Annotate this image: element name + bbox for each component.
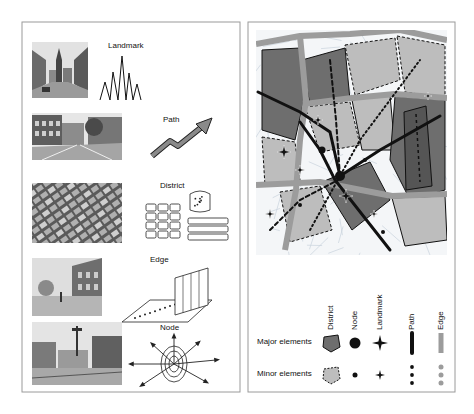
- district-major-symbol: [323, 335, 340, 352]
- photo: [32, 322, 122, 385]
- landmark-star: [295, 165, 305, 175]
- path-line: [270, 180, 338, 230]
- element-type-label: District: [160, 182, 184, 191]
- photo: [32, 42, 88, 98]
- city-map: [247, 30, 455, 275]
- path-line: [340, 116, 440, 176]
- edge-minor-symbol: [439, 365, 444, 370]
- element-type-label: Path: [163, 116, 179, 125]
- edge-line: [256, 30, 447, 44]
- landmark-minor-symbol: [375, 370, 385, 380]
- legend-column-header: Path: [408, 314, 417, 330]
- legend-column-header: Node: [351, 311, 360, 330]
- path-minor-symbol: [410, 373, 414, 377]
- right-panel: [248, 22, 455, 392]
- node-dot: [319, 147, 326, 154]
- left-panel: [22, 22, 240, 392]
- district-area: [262, 48, 305, 140]
- landmark-star: [277, 145, 291, 159]
- district-area: [390, 96, 445, 200]
- landmark-star: [313, 115, 323, 125]
- edge-minor-symbol: [439, 373, 444, 378]
- district-minor-symbol: [323, 367, 340, 384]
- legend-row-label: Minor elements: [257, 370, 312, 379]
- path-line: [330, 60, 340, 176]
- landmark-major-symbol: [372, 335, 388, 351]
- path-sketch: [152, 126, 203, 156]
- legend-column-header: Landmark: [376, 294, 385, 330]
- photo: [32, 113, 122, 160]
- path-minor-symbol: [410, 365, 414, 369]
- legend-column-header: Edge: [437, 311, 446, 330]
- landmark-star: [265, 209, 275, 219]
- node-major-symbol: [350, 338, 361, 349]
- landmark-sketch: [100, 56, 141, 100]
- district-area: [397, 36, 445, 98]
- photo: [32, 183, 122, 243]
- photo: [32, 258, 102, 316]
- node-dot: [381, 230, 385, 234]
- landmark-star: [424, 92, 432, 100]
- node-minor-symbol: [353, 373, 358, 378]
- legend-row-label: Major elements: [257, 338, 312, 347]
- landmark-star: [370, 210, 378, 218]
- element-type-label: Node: [160, 324, 179, 333]
- node-sketch: [128, 333, 220, 387]
- path-major-symbol: [410, 333, 414, 353]
- element-type-label: Landmark: [108, 42, 144, 51]
- edge-major-symbol: [439, 333, 444, 353]
- edge-sketch: [122, 268, 212, 322]
- district-sketch: [146, 191, 228, 240]
- edge-minor-symbol: [439, 381, 444, 386]
- edge-line: [256, 182, 447, 196]
- node-dot: [363, 158, 367, 162]
- legend-column-header: District: [327, 306, 336, 330]
- district-area: [392, 196, 447, 246]
- edge-line: [285, 36, 306, 250]
- district-area: [345, 38, 400, 95]
- node-dot: [335, 171, 345, 181]
- node-dot: [298, 203, 302, 207]
- path-line: [310, 60, 420, 230]
- path-line: [300, 122, 390, 250]
- path-minor-symbol: [410, 381, 414, 385]
- landmark-star: [339, 189, 353, 203]
- element-type-label: Edge: [150, 256, 169, 265]
